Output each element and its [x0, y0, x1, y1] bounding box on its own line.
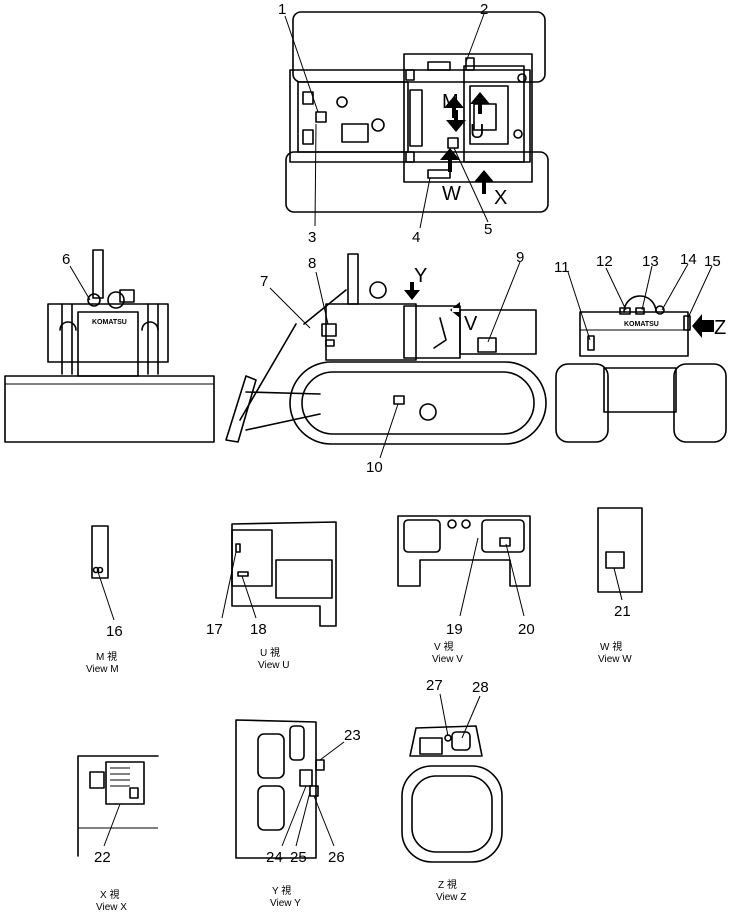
- brand-text-rear: KOMATSU: [624, 321, 659, 328]
- callout-18: 18: [250, 621, 267, 638]
- callout-26: 26: [328, 849, 345, 866]
- view-letter-v: V: [464, 313, 478, 335]
- callout-25: 25: [290, 849, 307, 866]
- view-v-detail: [397, 515, 531, 617]
- caption-u-en: View U: [258, 660, 290, 671]
- callout-17: 17: [206, 621, 223, 638]
- top-view-dozer: [284, 11, 549, 229]
- view-z-detail: [401, 693, 503, 863]
- callout-14: 14: [680, 251, 697, 268]
- caption-v-jp: V 視: [434, 640, 453, 653]
- callout-9: 9: [516, 249, 524, 266]
- side-view-dozer: [225, 253, 547, 459]
- view-letter-z: Z: [714, 317, 726, 339]
- brand-text-front: KOMATSU: [92, 319, 127, 326]
- caption-y-jp: Y 視: [272, 884, 291, 897]
- callout-3: 3: [308, 229, 316, 246]
- callout-21: 21: [614, 603, 631, 620]
- caption-v-en: View V: [432, 654, 463, 665]
- callout-13: 13: [642, 253, 659, 270]
- callout-4: 4: [412, 229, 420, 246]
- callout-15: 15: [704, 253, 721, 270]
- rear-view-dozer: [555, 263, 727, 443]
- caption-z-jp: Z 視: [438, 878, 457, 891]
- caption-m-en: View M: [86, 664, 119, 675]
- view-letter-u: U: [470, 121, 484, 143]
- caption-z-en: View Z: [436, 892, 466, 903]
- callout-16: 16: [106, 623, 123, 640]
- callout-20: 20: [518, 621, 535, 638]
- caption-w-jp: W 視: [600, 640, 622, 653]
- view-m-detail: [91, 525, 115, 621]
- caption-x-jp: X 視: [100, 888, 119, 901]
- caption-m-jp: M 視: [96, 650, 117, 663]
- callout-8: 8: [308, 255, 316, 272]
- view-w-detail: [597, 507, 643, 601]
- callout-24: 24: [266, 849, 283, 866]
- callout-22: 22: [94, 849, 111, 866]
- caption-y-en: View Y: [270, 898, 301, 909]
- view-letter-y-top: Y: [414, 265, 427, 287]
- view-letter-w: W: [442, 183, 461, 205]
- callout-11: 11: [554, 259, 570, 276]
- callout-12: 12: [596, 253, 613, 270]
- callout-7: 7: [260, 273, 268, 290]
- view-y-detail: [235, 719, 345, 859]
- callout-1: 1: [278, 1, 286, 18]
- callout-10: 10: [366, 459, 383, 476]
- caption-x-en: View X: [96, 902, 127, 913]
- callout-19: 19: [446, 621, 463, 638]
- view-letter-m: M: [442, 91, 459, 113]
- callout-23: 23: [344, 727, 361, 744]
- callout-6: 6: [62, 251, 70, 268]
- caption-w-en: View W: [598, 654, 632, 665]
- view-x-detail: [77, 755, 159, 857]
- callout-27: 27: [426, 677, 443, 694]
- view-letter-x: X: [494, 187, 507, 209]
- view-u-detail: [221, 521, 337, 627]
- caption-u-jp: U 視: [260, 646, 280, 659]
- callout-5: 5: [484, 221, 492, 238]
- callout-28: 28: [472, 679, 489, 696]
- front-view-dozer: [4, 249, 215, 443]
- callout-2: 2: [480, 1, 488, 18]
